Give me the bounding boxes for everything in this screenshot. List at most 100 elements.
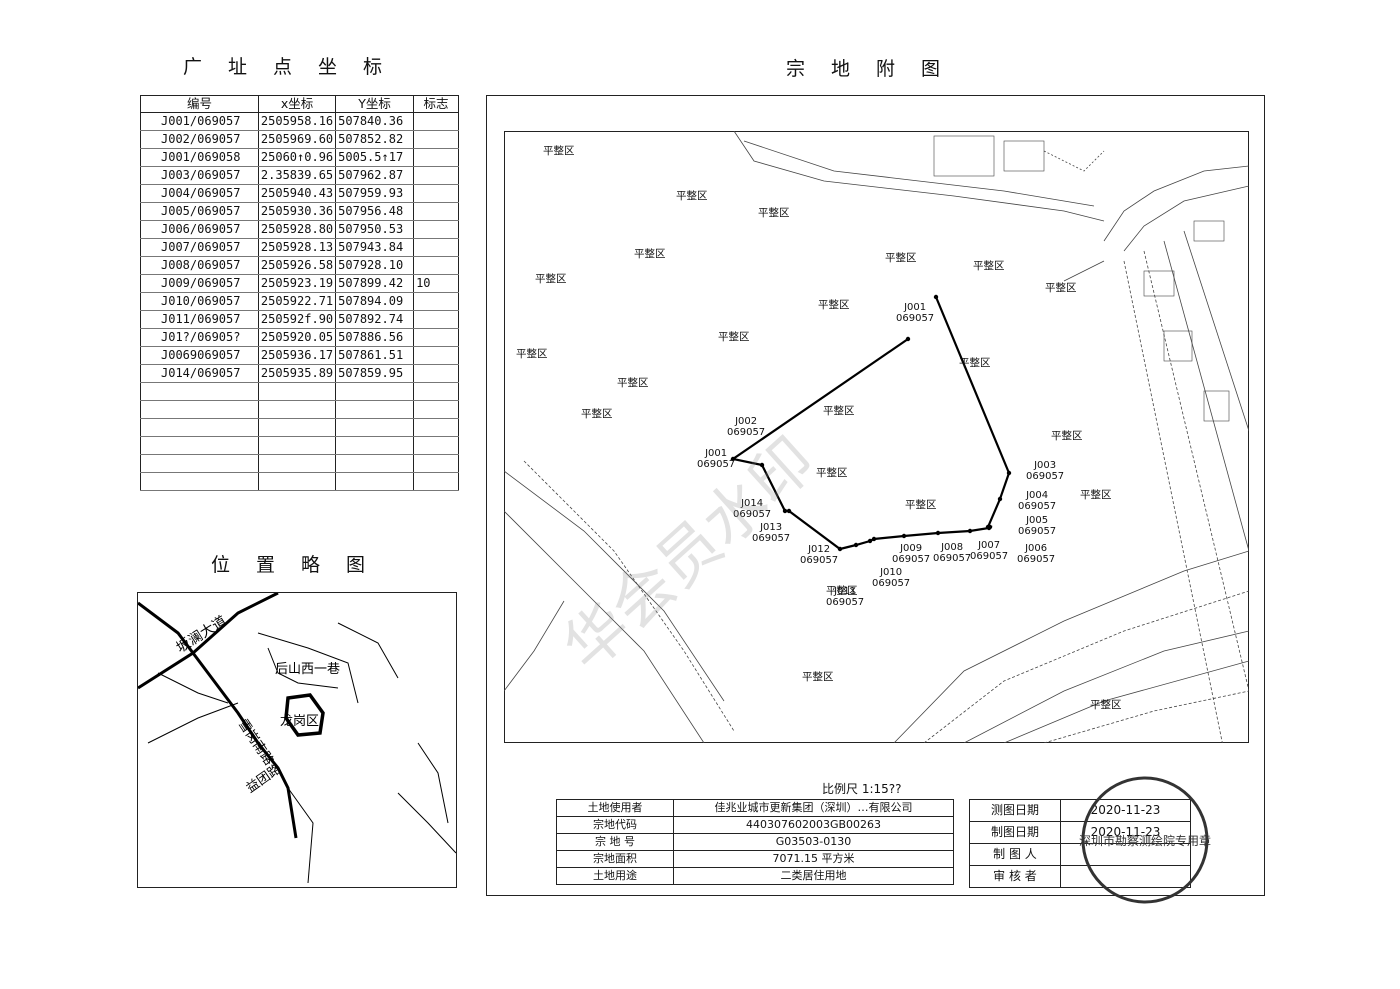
point-id: J008 xyxy=(941,542,964,553)
point-id-cell: J008/069057 xyxy=(140,256,259,275)
empty-row xyxy=(140,400,459,419)
point-id-cell: J006/069057 xyxy=(140,220,259,239)
point-id-cell: J014/069057 xyxy=(140,364,259,383)
vertex-dot xyxy=(905,336,911,342)
map-terrain-lines xyxy=(504,131,1249,743)
point-code: 069057 xyxy=(1018,501,1057,512)
vertex-dot xyxy=(867,538,873,544)
marker-cell xyxy=(413,166,459,185)
point-code: 069057 xyxy=(752,533,791,544)
point-code: 069057 xyxy=(733,509,772,520)
header-cell: 标志 xyxy=(413,95,459,113)
location-map-frame xyxy=(137,592,457,888)
point-id: J002 xyxy=(735,416,758,427)
empty-row xyxy=(140,418,459,437)
coord-table-header: 编号 x坐标 Y坐标 标志 xyxy=(140,95,459,113)
point-id-cell: J009/069057 xyxy=(140,274,259,293)
point-id-cell: J0069069057 xyxy=(140,346,259,365)
point-id: J001 xyxy=(705,448,728,459)
map-scale: 比例尺 1:15?? xyxy=(822,782,902,796)
vertex-dot xyxy=(901,533,907,539)
vertex-dot xyxy=(986,525,992,531)
marker-cell xyxy=(413,184,459,203)
y-coord-cell: 507892.74 xyxy=(335,310,415,329)
y-coord-cell: 507943.84 xyxy=(335,238,415,257)
location-map: 坂澜大道 后山西一巷 雪岗南路 益团路 龙岗区 xyxy=(138,593,456,884)
area-label: 平整区 xyxy=(1090,699,1122,711)
x-coord-cell: 2505923.19 xyxy=(257,274,337,293)
header-cell: Y坐标 xyxy=(335,95,415,113)
point-id: J003 xyxy=(1034,460,1057,471)
y-coord-cell: 507928.10 xyxy=(335,256,415,275)
point-code: 069057 xyxy=(892,554,931,565)
area-label: 平整区 xyxy=(758,207,790,219)
official-seal: 深圳市勘察测绘院专用章 xyxy=(1079,776,1211,904)
y-coord-cell: 507859.95 xyxy=(335,364,415,383)
x-coord-cell: 2505958.16 xyxy=(257,112,337,131)
info-value: 7071.15 平方米 xyxy=(673,850,954,868)
marker-cell xyxy=(413,220,459,239)
map-section-title: 宗地附图 xyxy=(786,58,967,80)
area-label: 平整区 xyxy=(1045,282,1077,294)
point-id-cell: J01?/06905? xyxy=(140,328,259,347)
x-coord-cell: 2505928.13 xyxy=(257,238,337,257)
area-label: 平整区 xyxy=(535,273,567,285)
y-coord-cell: 507956.48 xyxy=(335,202,415,221)
info-label: 制 图 人 xyxy=(969,843,1061,866)
vertex-dot xyxy=(853,542,859,548)
marker-cell xyxy=(413,346,459,365)
empty-row xyxy=(140,382,459,401)
y-coord-cell: 507899.42 xyxy=(335,274,415,293)
point-id-cell: J007/069057 xyxy=(140,238,259,257)
point-id-cell: J004/069057 xyxy=(140,184,259,203)
road-label: 雪岗南路 xyxy=(235,716,277,768)
vertex-dot xyxy=(786,508,792,514)
area-label: 平整区 xyxy=(516,348,548,360)
info-value: 佳兆业城市更新集团（深圳）…有限公司 xyxy=(673,799,954,817)
info-row: 土地用途二类居住用地 xyxy=(556,867,954,885)
point-id: J004 xyxy=(1026,490,1049,501)
marker-cell xyxy=(413,310,459,329)
area-label: 平整区 xyxy=(676,190,708,202)
y-coord-cell: 507959.93 xyxy=(335,184,415,203)
point-code: 069057 xyxy=(970,551,1009,562)
point-id-cell: J005/069057 xyxy=(140,202,259,221)
area-label: 平整区 xyxy=(816,467,848,479)
info-value xyxy=(1060,865,1191,888)
district-label: 龙岗区 xyxy=(280,714,319,729)
info-label: 土地用途 xyxy=(556,867,674,885)
marker-cell xyxy=(413,364,459,383)
vertex-dot xyxy=(935,530,941,536)
empty-row xyxy=(140,436,459,455)
point-id: J014 xyxy=(741,498,764,509)
road-label: 后山西一巷 xyxy=(275,662,340,677)
area-label: 平整区 xyxy=(581,408,613,420)
area-label: 平整区 xyxy=(617,377,649,389)
area-label: 平整区 xyxy=(818,299,850,311)
vertex-dot xyxy=(730,456,736,462)
area-label: 平整区 xyxy=(959,357,991,369)
point-id-cell: J003/069057 xyxy=(140,166,259,185)
y-coord-cell: 507852.82 xyxy=(335,130,415,149)
point-id: J005 xyxy=(1026,515,1049,526)
point-code: 069057 xyxy=(1017,554,1056,565)
